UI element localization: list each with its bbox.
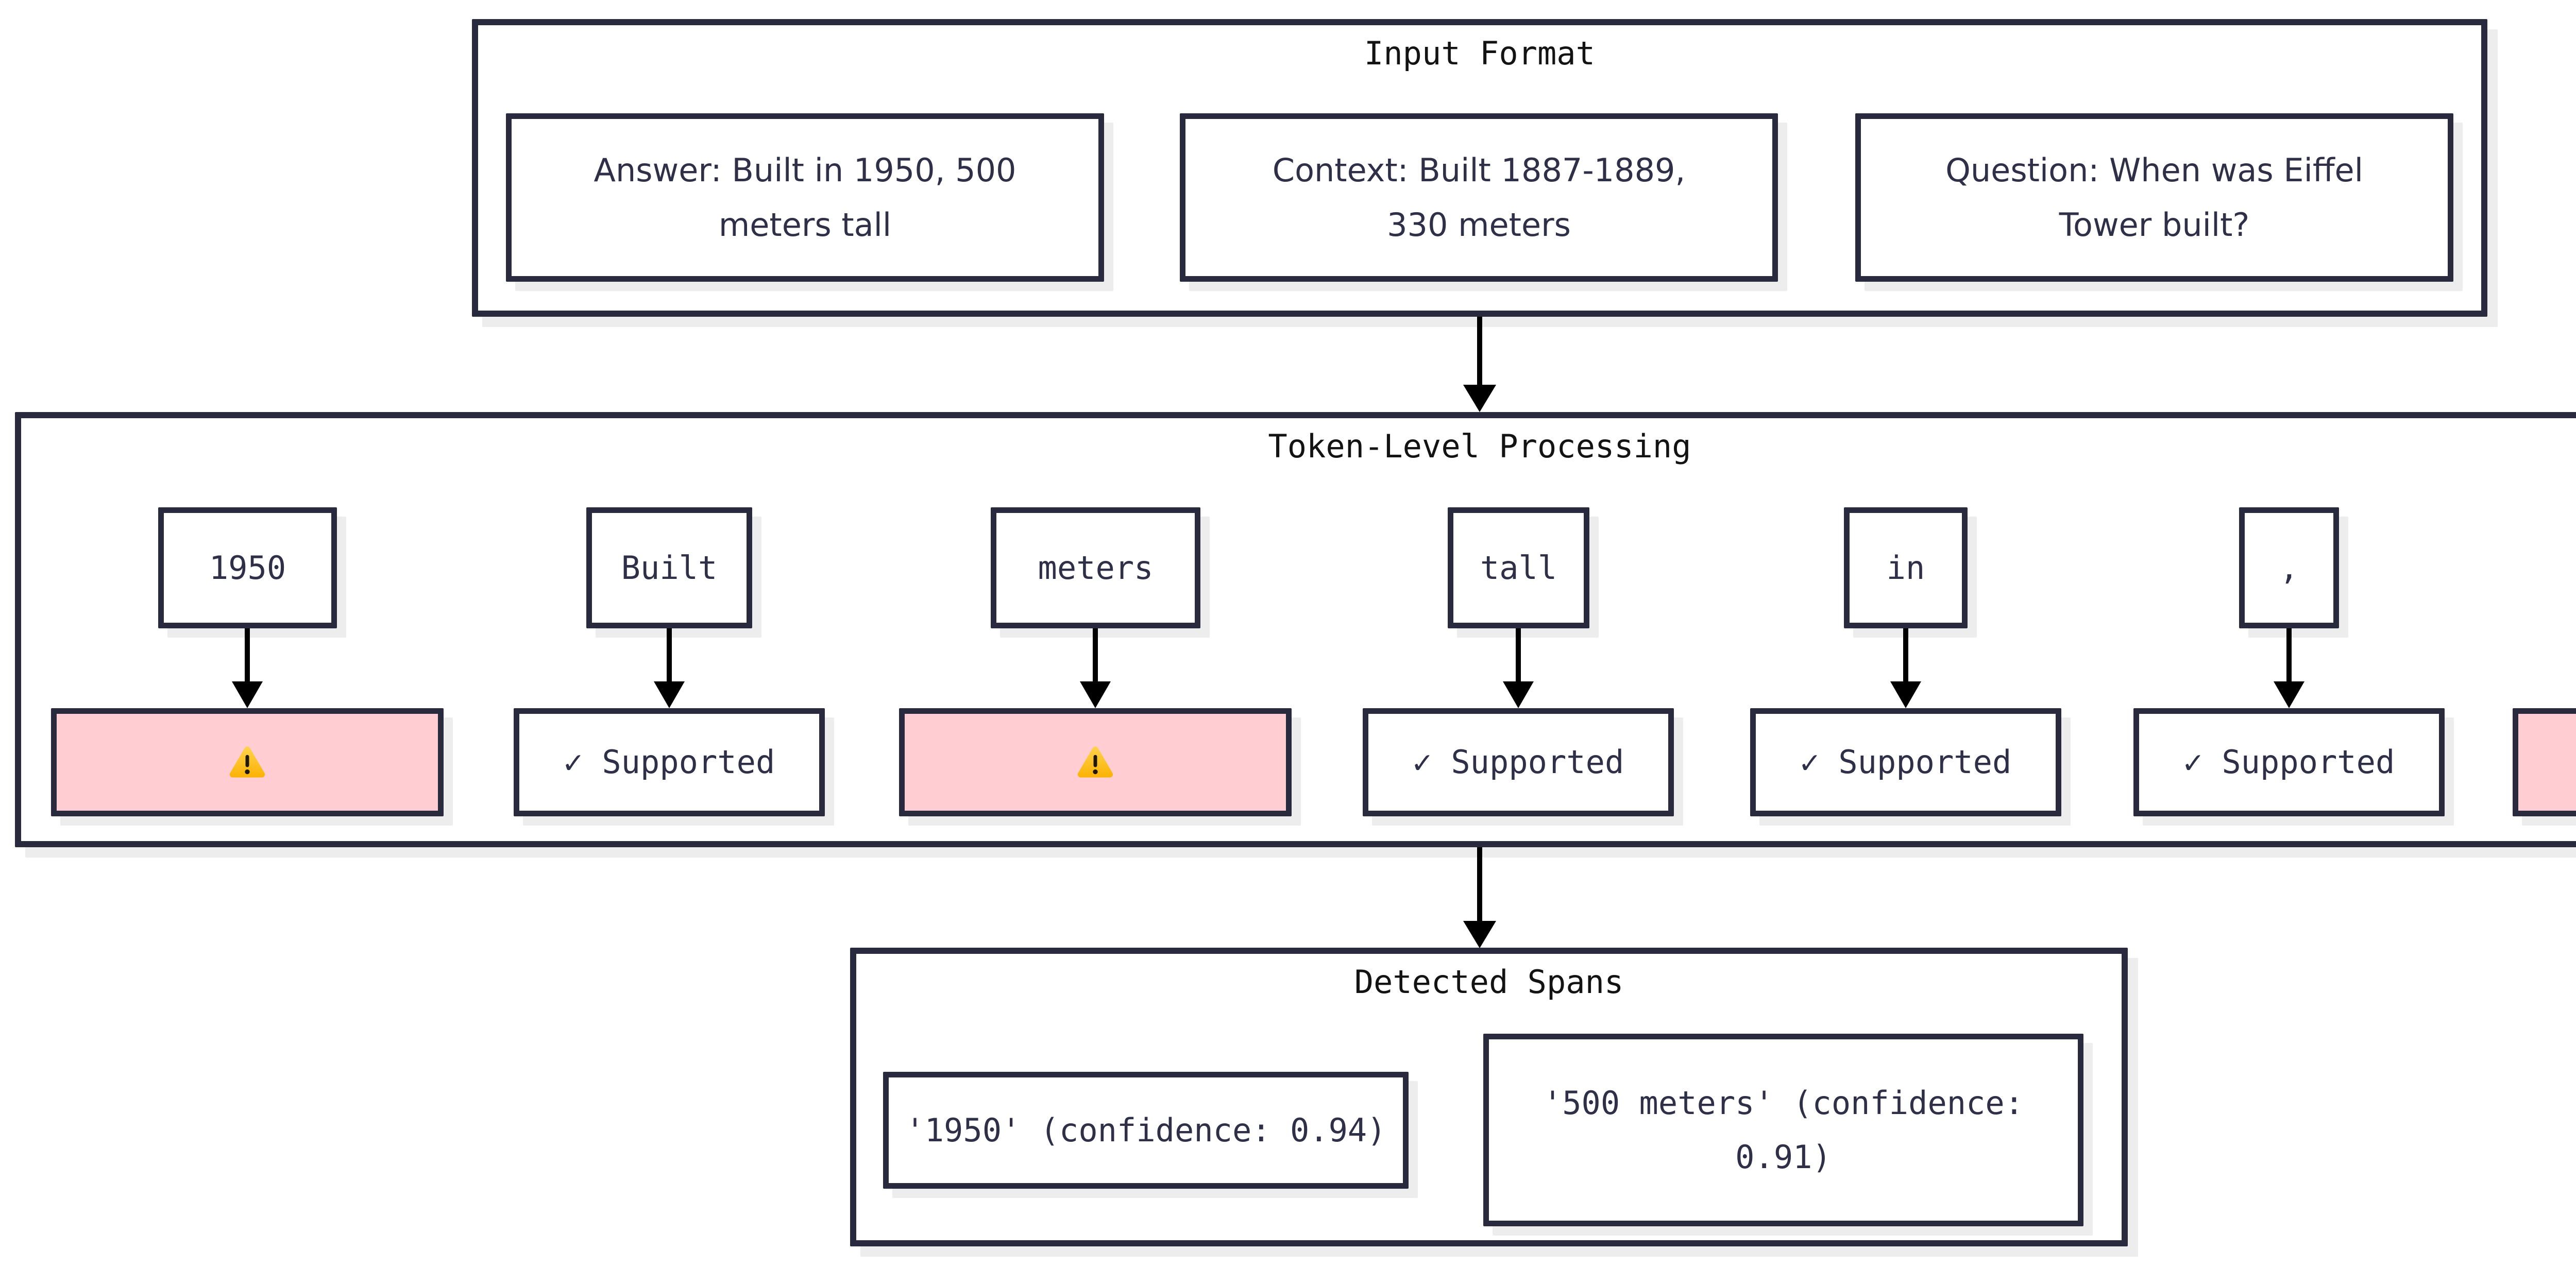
arrow-down-icon bbox=[1503, 681, 1534, 708]
span-text-500-meters: '500 meters' (confidence: 0.91) bbox=[1543, 1084, 2024, 1176]
token-box-1950: 1950 bbox=[158, 507, 337, 628]
detected-spans-title: Detected Spans bbox=[1354, 963, 1624, 1001]
arrow-down-icon bbox=[2274, 681, 2304, 708]
token-text: , bbox=[2279, 549, 2299, 587]
token-arrow-line bbox=[245, 628, 250, 681]
question-box: Question: When was Eiffel Tower built? bbox=[1855, 113, 2453, 282]
flow-arrow-line-1 bbox=[1477, 317, 1482, 385]
token-arrow-line bbox=[1093, 628, 1098, 681]
arrow-down-icon bbox=[1463, 385, 1496, 412]
warning-icon bbox=[229, 746, 265, 778]
result-box-built-supported: ✓ Supported bbox=[514, 708, 825, 816]
token-processing-section: Token-Level Processing 1950 Built meters… bbox=[15, 412, 2576, 847]
result-box-meters-warning bbox=[899, 708, 1292, 816]
arrow-down-icon bbox=[232, 681, 263, 708]
supported-label: ✓ Supported bbox=[1800, 743, 2012, 781]
token-box-comma: , bbox=[2239, 507, 2339, 628]
input-format-section: Input Format Answer: Built in 1950, 500 … bbox=[472, 19, 2487, 317]
span-box-1950: '1950' (confidence: 0.94) bbox=[883, 1072, 1409, 1189]
token-text: tall bbox=[1480, 549, 1557, 587]
answer-text: Answer: Built in 1950, 500 meters tall bbox=[594, 151, 1016, 244]
supported-label: ✓ Supported bbox=[2183, 743, 2395, 781]
context-box: Context: Built 1887-1889, 330 meters bbox=[1180, 113, 1778, 282]
token-text: Built bbox=[621, 549, 718, 587]
flow-arrow-line-2 bbox=[1477, 847, 1482, 921]
context-text: Context: Built 1887-1889, 330 meters bbox=[1272, 151, 1686, 244]
arrow-down-icon bbox=[1890, 681, 1921, 708]
token-text: in bbox=[1886, 549, 1925, 587]
token-box-in: in bbox=[1844, 507, 1968, 628]
result-box-comma-supported: ✓ Supported bbox=[2133, 708, 2445, 816]
token-arrow-line bbox=[2286, 628, 2292, 681]
result-box-500-warning bbox=[2513, 708, 2576, 816]
arrow-down-icon bbox=[654, 681, 685, 708]
span-box-500-meters: '500 meters' (confidence: 0.91) bbox=[1483, 1034, 2083, 1226]
input-format-title: Input Format bbox=[1364, 35, 1595, 72]
token-text: 1950 bbox=[209, 549, 286, 587]
token-arrow-line bbox=[1516, 628, 1521, 681]
token-text: meters bbox=[1038, 549, 1154, 587]
result-box-1950-warning bbox=[51, 708, 444, 816]
supported-label: ✓ Supported bbox=[563, 743, 775, 781]
arrow-down-icon bbox=[1080, 681, 1111, 708]
result-box-tall-supported: ✓ Supported bbox=[1363, 708, 1674, 816]
answer-box: Answer: Built in 1950, 500 meters tall bbox=[506, 113, 1104, 282]
result-box-in-supported: ✓ Supported bbox=[1750, 708, 2061, 816]
token-box-meters: meters bbox=[991, 507, 1200, 628]
supported-label: ✓ Supported bbox=[1412, 743, 1624, 781]
arrow-down-icon bbox=[1463, 921, 1496, 948]
question-text: Question: When was Eiffel Tower built? bbox=[1945, 151, 2363, 244]
span-text-1950: '1950' (confidence: 0.94) bbox=[905, 1111, 1386, 1149]
token-arrow-line bbox=[1903, 628, 1908, 681]
token-box-tall: tall bbox=[1448, 507, 1589, 628]
token-arrow-line bbox=[667, 628, 672, 681]
detected-spans-section: Detected Spans '1950' (confidence: 0.94)… bbox=[850, 948, 2128, 1246]
token-processing-title: Token-Level Processing bbox=[1268, 427, 1691, 465]
warning-icon bbox=[1077, 746, 1113, 778]
token-box-built: Built bbox=[586, 507, 752, 628]
